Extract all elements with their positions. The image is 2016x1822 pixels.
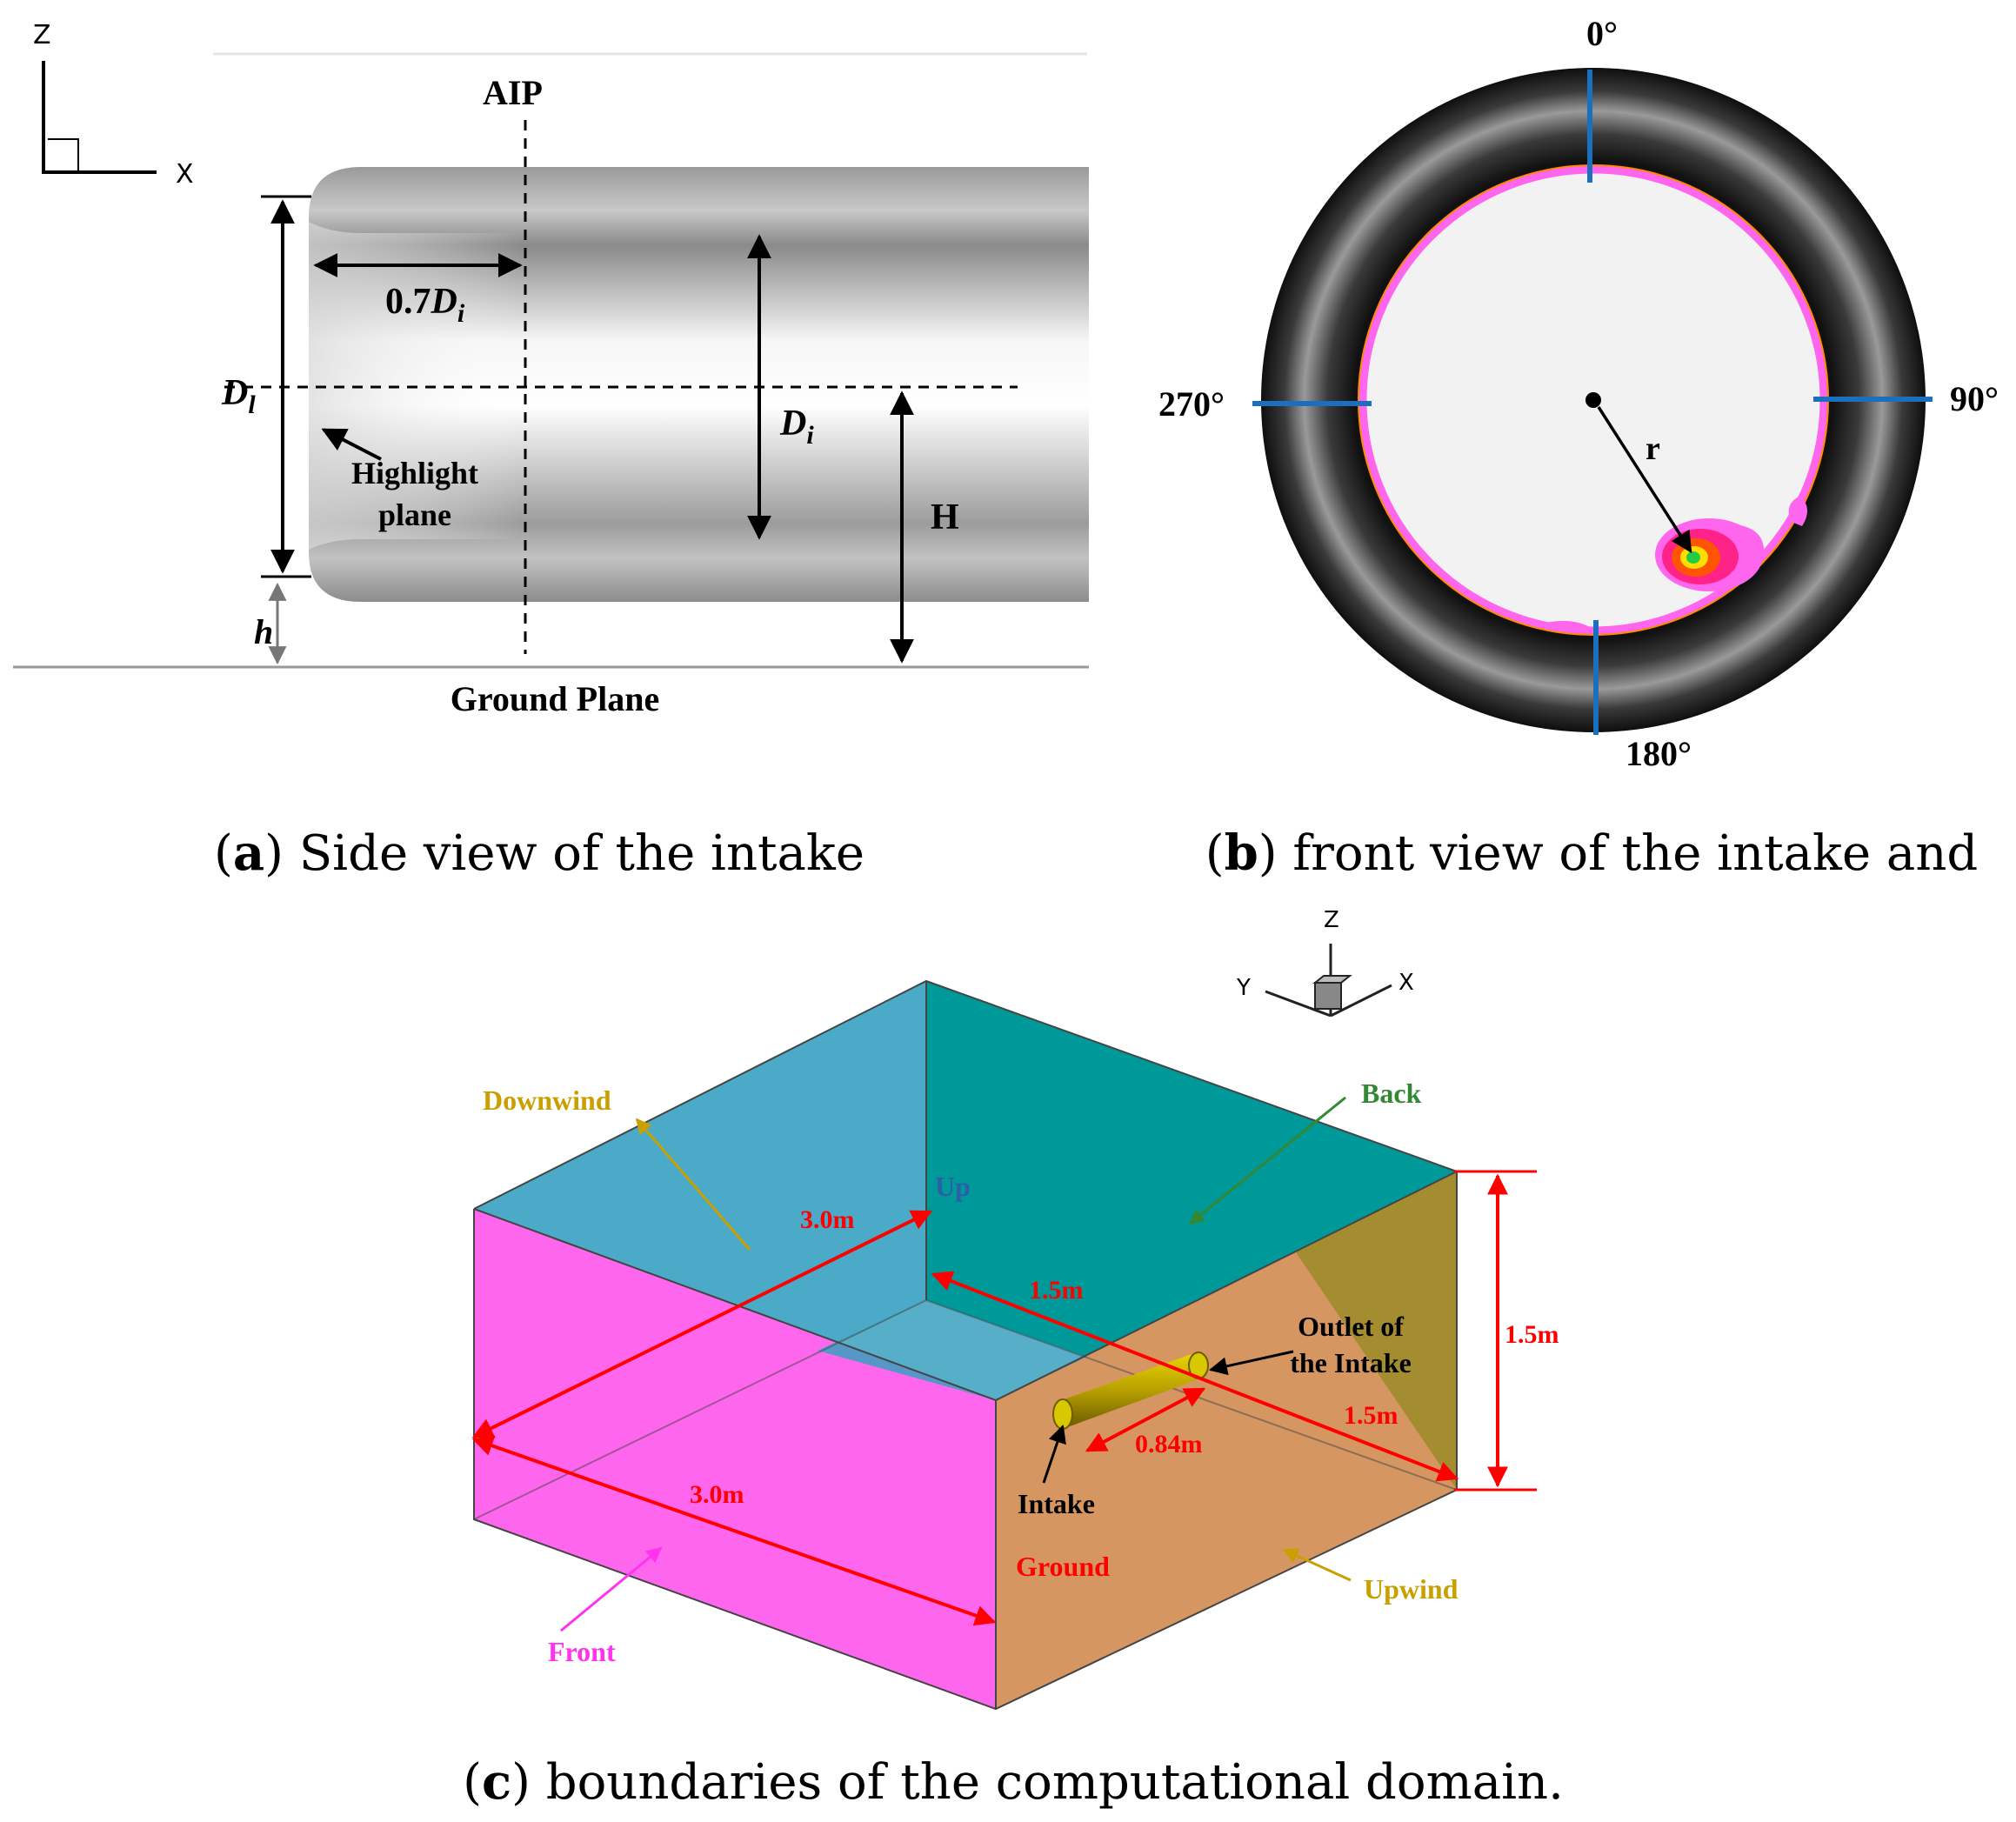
dim-15-right-label: 1.5m <box>1344 1401 1399 1430</box>
upwind-pointer <box>1282 1548 1352 1582</box>
angle-180-label: 180° <box>1625 734 1692 773</box>
front-pointer <box>560 1546 663 1632</box>
highlight-label-1: Highlight <box>351 456 478 491</box>
center-dot <box>1585 392 1601 408</box>
back-pointer <box>1188 1096 1346 1225</box>
outlet-label-2: the Intake <box>1290 1347 1412 1378</box>
intake-label: Intake <box>1018 1488 1095 1519</box>
angle-90-label: 90° <box>1950 379 1999 418</box>
dist-label: 0.7Di <box>385 282 465 328</box>
angle-270-label: 270° <box>1158 384 1225 424</box>
caption-a: (a) Side view of the intake <box>214 824 864 882</box>
axis-z-label: Z <box>33 20 51 50</box>
dim-3-bottom-label: 3.0m <box>690 1480 744 1509</box>
dl-label: Dl <box>221 373 256 419</box>
dim-084-arrow <box>1085 1387 1206 1452</box>
bottom-contour-patch <box>1539 620 1592 633</box>
panel-a-side-view: Z X AIP Dl 0.7Di Di H h H <box>13 20 1089 882</box>
intake-pointer <box>1042 1425 1066 1484</box>
axis-y-c: Y <box>1236 975 1251 1001</box>
radius-arrow <box>1597 406 1692 554</box>
dim-3-bottom-arrow <box>471 1435 997 1626</box>
axis-triad-a: Z X <box>33 20 194 190</box>
h-big-label: H <box>931 497 959 537</box>
back-label: Back <box>1361 1078 1422 1109</box>
up-label: Up <box>935 1171 971 1202</box>
h-small-label: h <box>254 612 273 651</box>
highlight-pointer <box>321 428 382 461</box>
dim-15-height-label: 1.5m <box>1505 1320 1559 1349</box>
caption-c: (c) boundaries of the computational doma… <box>463 1753 1564 1811</box>
axis-triad-c: Z Y X <box>1236 907 1414 1018</box>
dim-084-label: 0.84m <box>1135 1430 1203 1458</box>
axis-x-c: X <box>1399 970 1414 996</box>
dim-15-horizontal-arrow <box>931 1271 1459 1482</box>
right-contour-patch <box>1788 496 1808 526</box>
radius-label: r <box>1646 430 1660 467</box>
vortex-core <box>1686 551 1700 564</box>
red-dimensions <box>471 1170 1537 1626</box>
caption-b: (b) front view of the intake and <box>1205 824 1978 882</box>
outlet-pointer <box>1208 1350 1294 1376</box>
panel-c-domain: Z Y X <box>463 907 1564 1811</box>
axis-x-label: X <box>176 159 194 190</box>
panel-b-front-view: r 0° 90° 180° 270° (b) front view of the… <box>1158 14 1999 882</box>
angle-0-label: 0° <box>1586 14 1618 53</box>
front-label: Front <box>548 1636 616 1667</box>
downwind-label: Downwind <box>483 1085 611 1116</box>
aip-label: AIP <box>483 73 543 112</box>
axis-z-c: Z <box>1324 907 1339 933</box>
ground-plane-label: Ground Plane <box>451 679 659 718</box>
di-label: Di <box>779 404 814 450</box>
dim-3-top-arrow <box>471 1210 933 1438</box>
vortex-swirl <box>1730 524 1765 577</box>
downwind-pointer <box>635 1118 751 1251</box>
ground-label: Ground <box>1016 1551 1110 1582</box>
highlight-label-2: plane <box>378 497 451 532</box>
dim-15-top-label: 1.5m <box>1029 1276 1084 1305</box>
upwind-label: Upwind <box>1364 1573 1459 1605</box>
outlet-label-1: Outlet of <box>1298 1311 1404 1342</box>
dim-3-top-label: 3.0m <box>800 1205 855 1234</box>
